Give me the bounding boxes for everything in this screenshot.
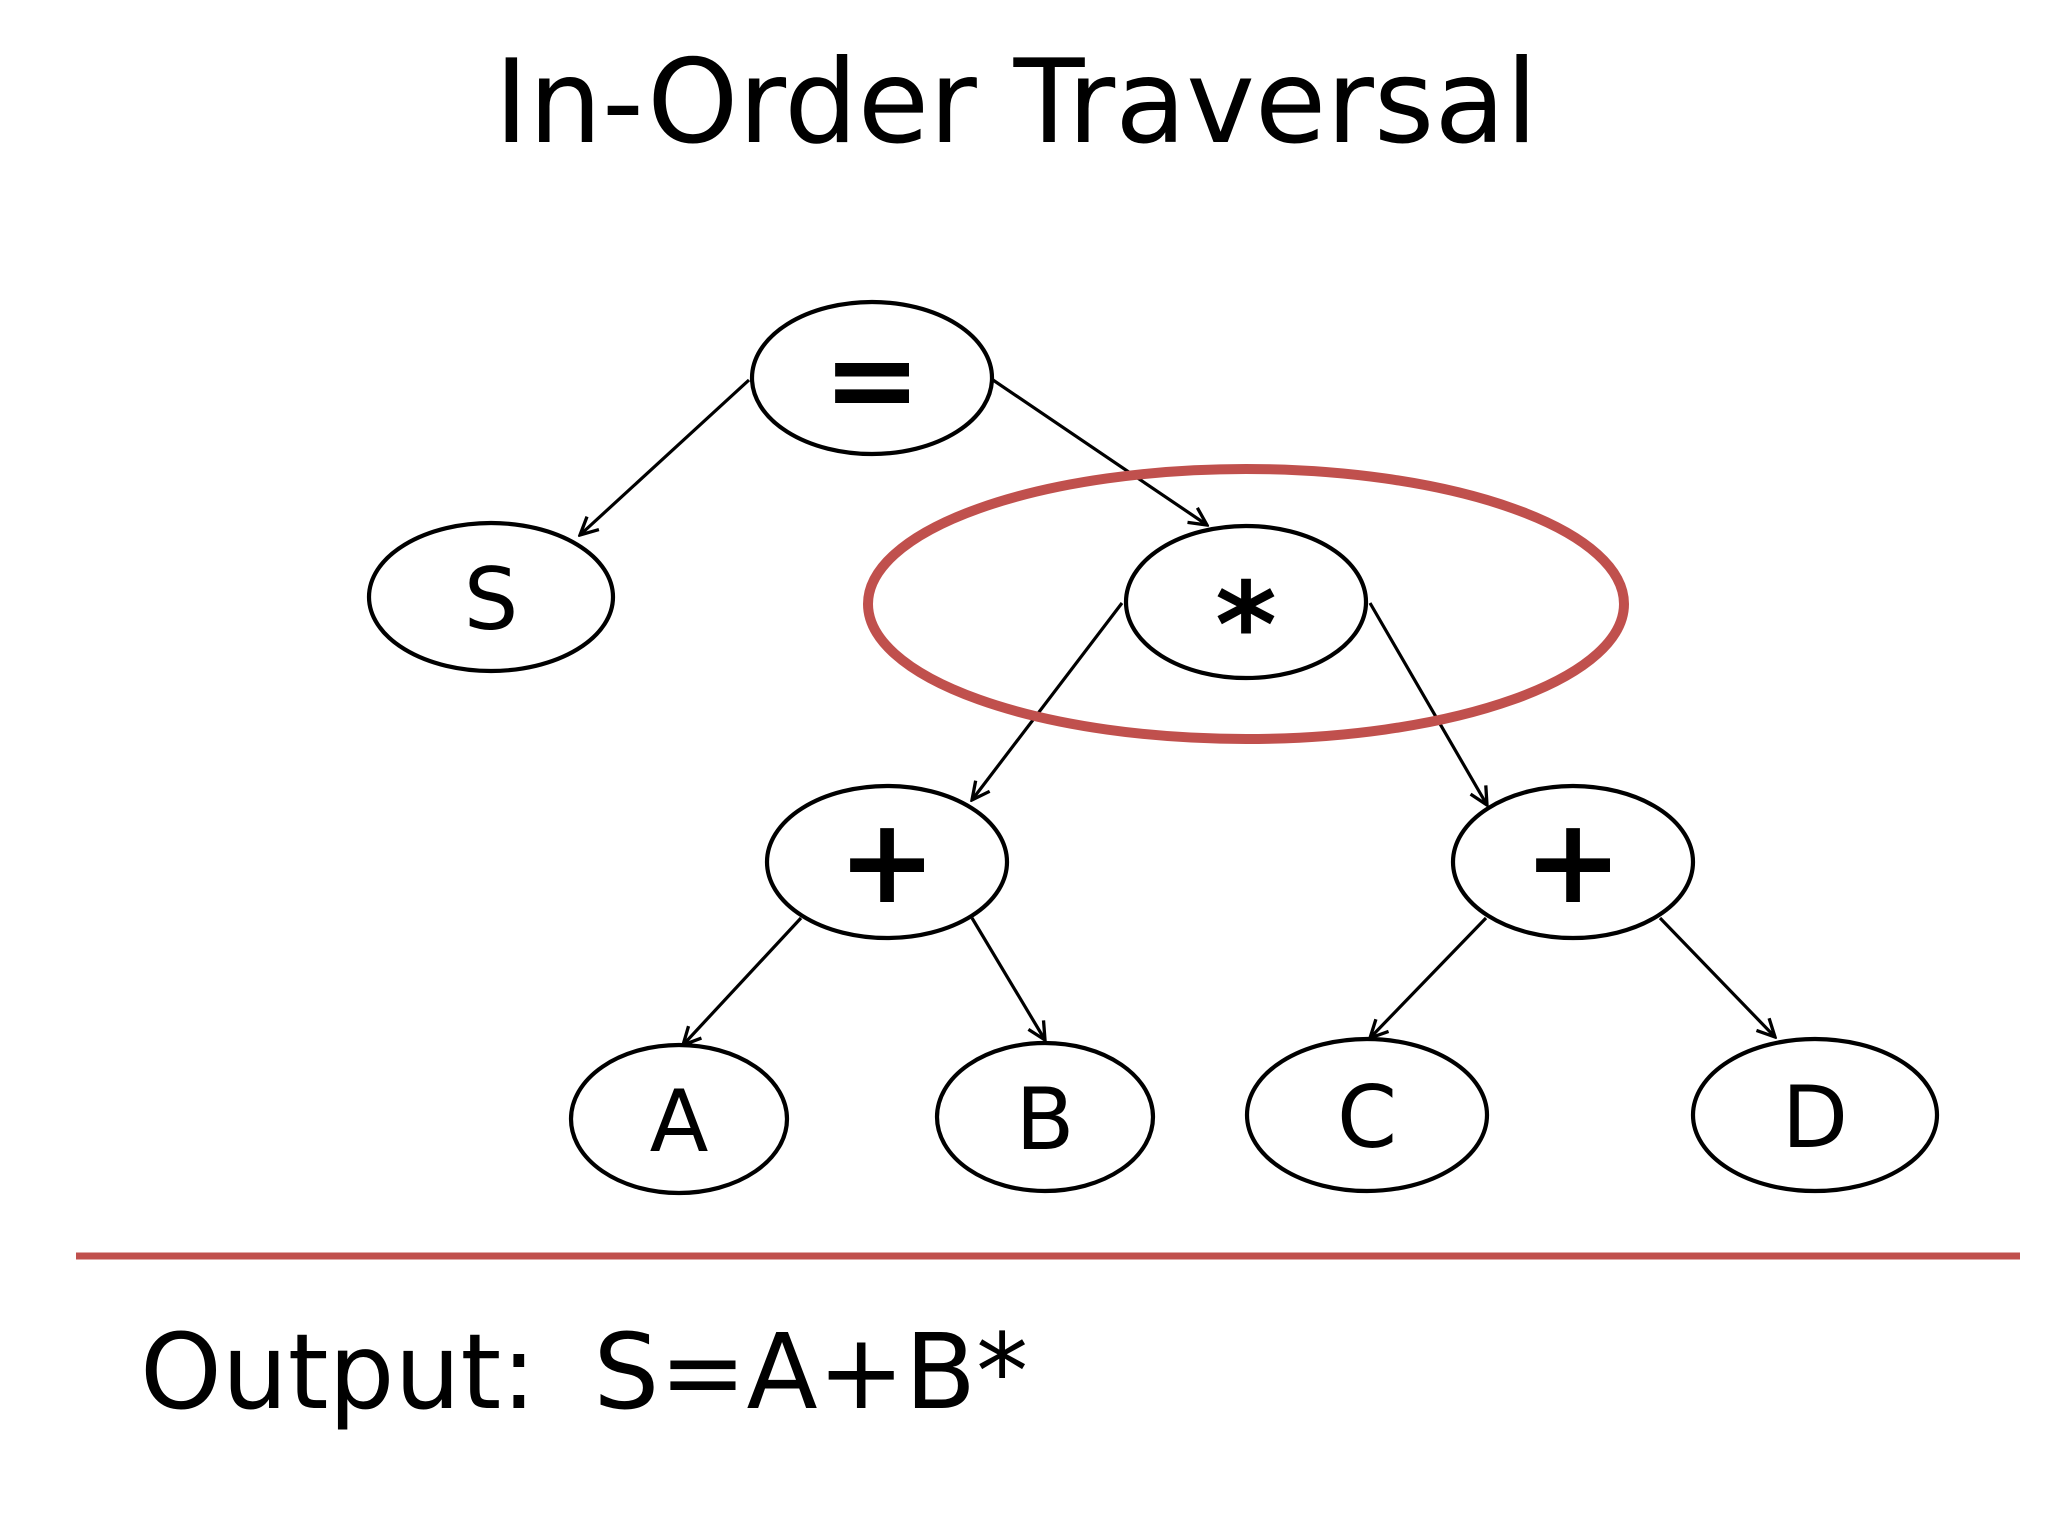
- edge-plus-right-to-d: [1658, 916, 1775, 1037]
- node-label-b: B: [1016, 1070, 1075, 1170]
- edge-plus-left-to-b: [970, 917, 1045, 1040]
- highlight-ring: [863, 464, 1629, 744]
- node-label-c: C: [1337, 1068, 1397, 1168]
- tree-node-b: B: [934, 1040, 1156, 1194]
- node-label-mul: *: [1215, 556, 1277, 694]
- node-ellipse-mul: [1123, 523, 1369, 681]
- output-label: Output:: [140, 1311, 536, 1433]
- edge-mul-to-plus-right: [1368, 602, 1487, 805]
- node-ellipse-a: [568, 1042, 790, 1196]
- node-label-a: A: [650, 1072, 709, 1172]
- node-label-plus-right: +: [1524, 792, 1623, 930]
- tree-node-a: A: [568, 1042, 790, 1196]
- edge-plus-left-to-a: [683, 916, 803, 1045]
- node-label-plus-left: +: [838, 792, 937, 930]
- node-ellipse-plus-right: [1450, 783, 1696, 941]
- node-ellipse-eq: [749, 299, 995, 457]
- node-ellipse-b: [934, 1040, 1156, 1194]
- tree-node-plus-left: +: [764, 783, 1010, 941]
- node-ellipse-d: [1690, 1036, 1940, 1194]
- output-value: S=A+B*: [593, 1311, 1028, 1433]
- node-label-s: S: [464, 550, 519, 650]
- tree-nodes: = S * + + A B C D: [366, 299, 1940, 1196]
- node-ellipse-plus-left: [764, 783, 1010, 941]
- node-label-eq: =: [823, 310, 922, 448]
- tree-edges: [580, 378, 1775, 1045]
- edge-eq-to-s: [580, 378, 751, 535]
- tree-node-c: C: [1244, 1036, 1490, 1194]
- tree-node-s: S: [366, 520, 616, 674]
- edge-eq-to-mul: [992, 378, 1207, 525]
- edge-plus-right-to-c: [1370, 916, 1488, 1038]
- node-ellipse-s: [366, 520, 616, 674]
- node-label-d: D: [1782, 1068, 1848, 1168]
- node-ellipse-c: [1244, 1036, 1490, 1194]
- tree-node-eq: =: [749, 299, 995, 457]
- tree-node-mul: *: [1123, 523, 1369, 694]
- page-title: In-Order Traversal: [494, 35, 1537, 170]
- output-text: Output: S=A+B*: [140, 1311, 1028, 1433]
- tree-node-plus-right: +: [1450, 783, 1696, 941]
- edge-mul-to-plus-left: [972, 602, 1124, 800]
- tree-node-d: D: [1690, 1036, 1940, 1194]
